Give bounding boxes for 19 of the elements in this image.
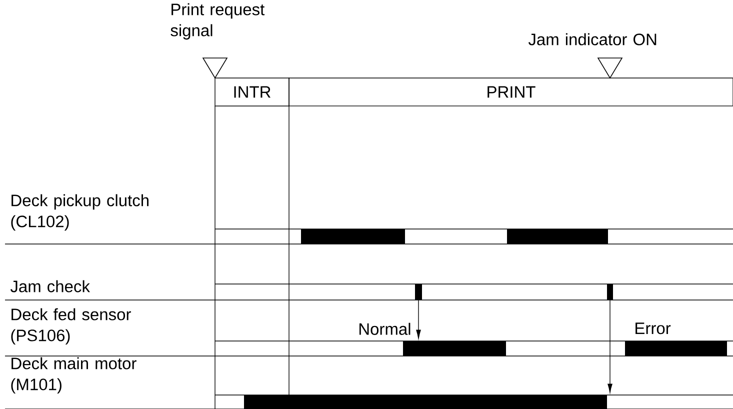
signal-name: Deck pickup clutch (CL102) [11, 194, 148, 231]
event-label: Jam indicator ON [528, 33, 656, 46]
phase-cell: PRINT [288, 78, 733, 106]
signal-pulse [415, 284, 422, 300]
signal-pulse [507, 229, 608, 244]
state-label: Error [636, 322, 671, 334]
arrow [608, 300, 612, 393]
signal-name: Deck fed sensor (PS106) [11, 308, 131, 345]
signal-name: Jam check [10, 280, 90, 292]
signal-pulse [625, 340, 727, 356]
edge-label: Normal [359, 322, 410, 335]
signal-pulse [607, 284, 613, 300]
arrow [416, 300, 421, 339]
phase-cell: INTR [214, 78, 290, 106]
signal-pulse [403, 340, 506, 356]
signal-name: Deck main motor (M101) [11, 357, 136, 394]
signal-pulse [244, 394, 607, 409]
signal-pulse [301, 229, 405, 244]
event-label: Print request signal [170, 3, 265, 40]
